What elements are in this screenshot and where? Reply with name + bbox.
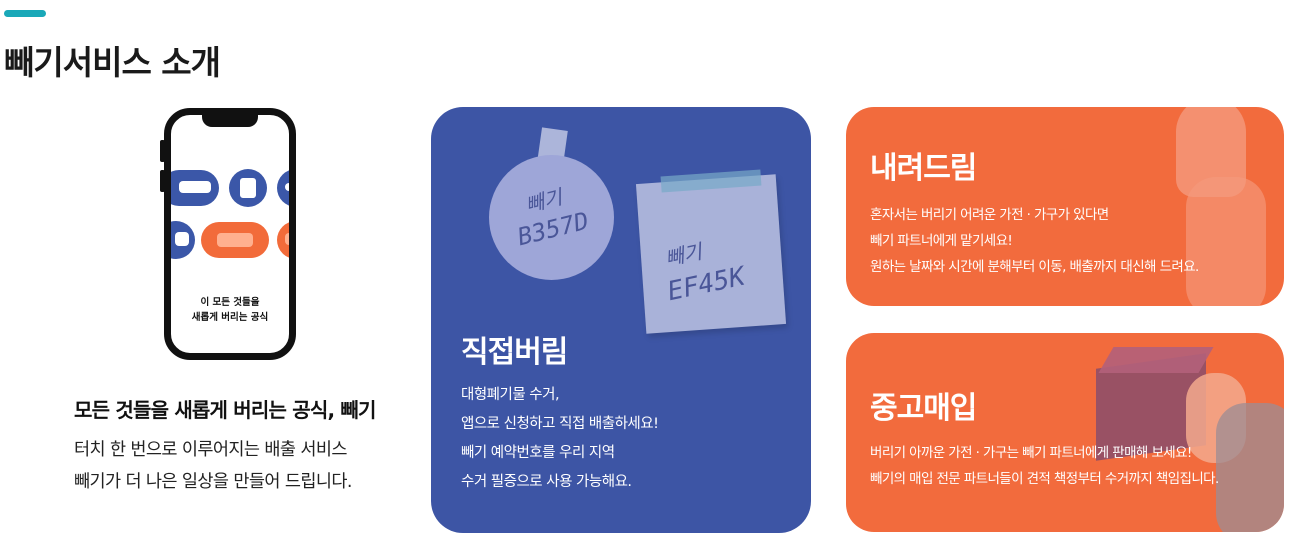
accent-bar [4,10,46,17]
cart-icon [277,221,289,259]
card-text: 빼기 예약번호를 우리 지역 [461,445,615,461]
card-text: 버리기 아까운 가전 · 가구는 빼기 파트너에게 판매해 보세요! [870,445,1192,461]
card-title: 직접버림 [461,335,568,370]
card-text: 원하는 날짜와 시간에 분해부터 이동, 배출까지 대신해 드려요. [870,259,1199,275]
phone-side-button [160,140,165,162]
card-text: 빼기 파트너에게 맡기세요! [870,233,1013,249]
card-title: 내려드림 [870,151,977,186]
intro-line: 빼기가 더 나은 일상을 만들어 드립니다. [74,472,352,492]
phone-illustration: 이 모든 것들을 새롭게 버리는 공식 [164,108,296,360]
phone-notch [202,115,258,127]
card-text: 빼기의 매입 전문 파트너들이 견적 책정부터 수거까지 책임집니다. [870,471,1219,487]
phone-icon-row [171,219,289,261]
reservation-note-square: 빼기 EF45K [635,174,787,334]
card-text: 수거 필증으로 사용 가능해요. [461,474,632,490]
appliance-icon [277,169,289,207]
air-conditioner-icon [171,170,219,206]
sofa-icon [201,222,269,258]
service-card-direct-disposal[interactable]: 빼기 B357D 빼기 EF45K 직접버림 대형폐기물 수거, 앱으로 신청하… [431,107,811,533]
service-card-pickup[interactable]: 내려드림 혼자서는 버리기 어려운 가전 · 가구가 있다면 빼기 파트너에게 … [846,107,1284,306]
intro-line: 터치 한 번으로 이루어지는 배출 서비스 [74,440,347,460]
page-title: 빼기서비스 소개 [4,43,221,82]
phone-side-button [160,170,165,192]
card-text: 앱으로 신청하고 직접 배출하세요! [461,416,659,432]
card-text: 대형폐기물 수거, [461,387,560,403]
card-text: 혼자서는 버리기 어려운 가전 · 가구가 있다면 [870,207,1109,223]
intro-title: 모든 것들을 새롭게 버리는 공식, 빼기 [74,398,376,422]
sleeve-illustration [1216,403,1284,532]
arm-illustration [1186,177,1266,306]
card-title: 중고매입 [870,391,977,426]
monitor-icon [171,221,195,259]
washing-machine-icon [229,169,267,207]
phone-icon-row [171,167,289,209]
phone-caption: 이 모든 것들을 새롭게 버리는 공식 [191,297,269,323]
service-card-used-purchase[interactable]: 중고매입 버리기 아까운 가전 · 가구는 빼기 파트너에게 판매해 보세요! … [846,333,1284,532]
box-illustration [1098,347,1214,373]
reservation-note-circle: 빼기 B357D [489,155,614,280]
